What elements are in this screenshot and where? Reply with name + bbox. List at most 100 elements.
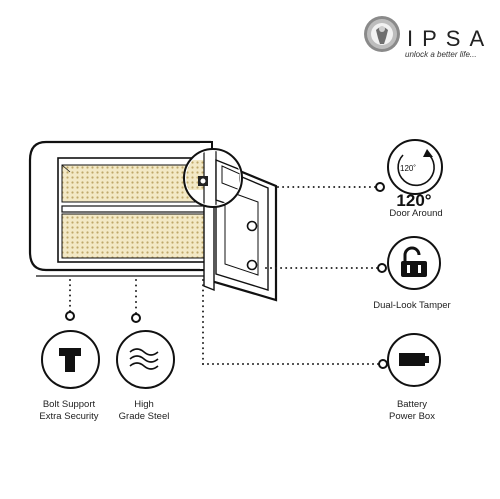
- connector-dot: [302, 363, 304, 365]
- connector-dot: [360, 267, 363, 269]
- steel-label-2: Grade Steel: [118, 411, 170, 422]
- marker-rotation: [375, 182, 385, 192]
- connector-dot: [202, 305, 204, 308]
- connector-dot: [297, 363, 299, 365]
- door-knob-top: [246, 220, 258, 232]
- connector-dot: [372, 363, 374, 365]
- battery-label-1: Battery: [396, 399, 428, 410]
- connector-dot: [302, 186, 305, 188]
- connector-dot: [315, 267, 318, 269]
- connector-dot: [347, 363, 349, 365]
- connector-dot: [202, 284, 204, 287]
- connector-dot: [312, 363, 314, 365]
- connector-dot: [307, 186, 310, 188]
- battery-icon: [399, 353, 429, 366]
- connector-dot: [247, 363, 249, 365]
- connector-dot: [317, 186, 320, 188]
- connector-dot: [202, 357, 204, 360]
- connector-dot: [365, 267, 368, 269]
- connector-dot: [345, 267, 348, 269]
- connector-dot: [202, 331, 204, 334]
- connector-dot: [69, 294, 71, 297]
- connector-dot: [367, 363, 369, 365]
- connector-dot: [333, 186, 336, 188]
- connector-dot: [287, 186, 290, 188]
- brand-logo: [362, 14, 402, 54]
- connector-dot: [368, 186, 371, 188]
- connector-dot: [330, 267, 333, 269]
- connector-dot: [327, 363, 329, 365]
- connector-dot: [69, 289, 71, 292]
- connector-dot: [295, 267, 298, 269]
- ipsa-logo-icon: [364, 16, 400, 52]
- connector-dot: [202, 289, 204, 292]
- connector-dot: [342, 363, 344, 365]
- connector-dot: [335, 267, 338, 269]
- wave-icon: [129, 348, 159, 370]
- connector-dot: [202, 310, 204, 313]
- connector-dot: [202, 326, 204, 329]
- connector-dot: [363, 186, 366, 188]
- connector-lines: [69, 186, 379, 365]
- bolt-label-2: Extra Security: [39, 411, 99, 422]
- tamper-icon: [387, 236, 441, 290]
- connector-dot: [287, 363, 289, 365]
- rotation-badge: 120˚: [400, 164, 416, 173]
- connector-dot: [257, 363, 259, 365]
- connector-dot: [282, 186, 285, 188]
- connector-dot: [328, 186, 331, 188]
- connector-dot: [337, 363, 339, 365]
- rotation-angle: 120°: [396, 191, 432, 210]
- bolt-icon: [59, 348, 81, 372]
- connector-dot: [277, 363, 279, 365]
- connector-dot: [280, 267, 283, 269]
- connector-dot: [297, 186, 300, 188]
- door-knob-bottom: [246, 259, 258, 271]
- connector-dot: [362, 363, 364, 365]
- connector-dot: [338, 186, 341, 188]
- connector-dot: [325, 267, 328, 269]
- connector-dot: [135, 295, 137, 298]
- connector-dot: [227, 363, 229, 365]
- brand-tagline: unlock a better life...: [405, 50, 477, 59]
- connector-dot: [300, 267, 303, 269]
- battery-label-2: Power Box: [389, 411, 435, 422]
- connector-dot: [320, 267, 323, 269]
- connector-dot: [207, 363, 209, 365]
- connector-dot: [275, 267, 278, 269]
- connector-dot: [357, 363, 359, 365]
- connector-dot: [348, 186, 351, 188]
- brand-name: IPSA: [407, 26, 494, 51]
- connector-dot: [262, 363, 264, 365]
- connector-dot: [285, 267, 288, 269]
- steel-icon-wrap: [116, 330, 175, 389]
- connector-dot: [272, 363, 274, 365]
- connector-dot: [217, 363, 219, 365]
- connector-dot: [69, 279, 71, 281]
- connector-dot: [202, 363, 204, 365]
- connector-dot: [202, 300, 204, 302]
- connector-dot: [202, 279, 204, 281]
- connector-dot: [222, 363, 224, 365]
- connector-dot: [232, 363, 234, 365]
- connector-dot: [69, 304, 71, 307]
- connector-dot: [135, 290, 137, 292]
- marker-battery: [378, 359, 388, 369]
- connector-dot: [292, 186, 295, 188]
- connector-dot: [135, 279, 137, 281]
- connector-dot: [212, 363, 214, 365]
- connector-dot: [69, 284, 71, 287]
- connector-dot: [340, 267, 343, 269]
- marker-tamper: [377, 263, 387, 273]
- connector-dot: [343, 186, 346, 188]
- connector-dot: [310, 267, 313, 269]
- connector-dot: [202, 321, 204, 323]
- marker-steel: [131, 313, 141, 323]
- battery-icon-wrap: [387, 333, 441, 387]
- connector-dot: [202, 347, 204, 350]
- connector-dot: [282, 363, 284, 365]
- connector-dot: [135, 284, 137, 287]
- connector-dot: [371, 267, 373, 269]
- connector-dot: [312, 186, 315, 188]
